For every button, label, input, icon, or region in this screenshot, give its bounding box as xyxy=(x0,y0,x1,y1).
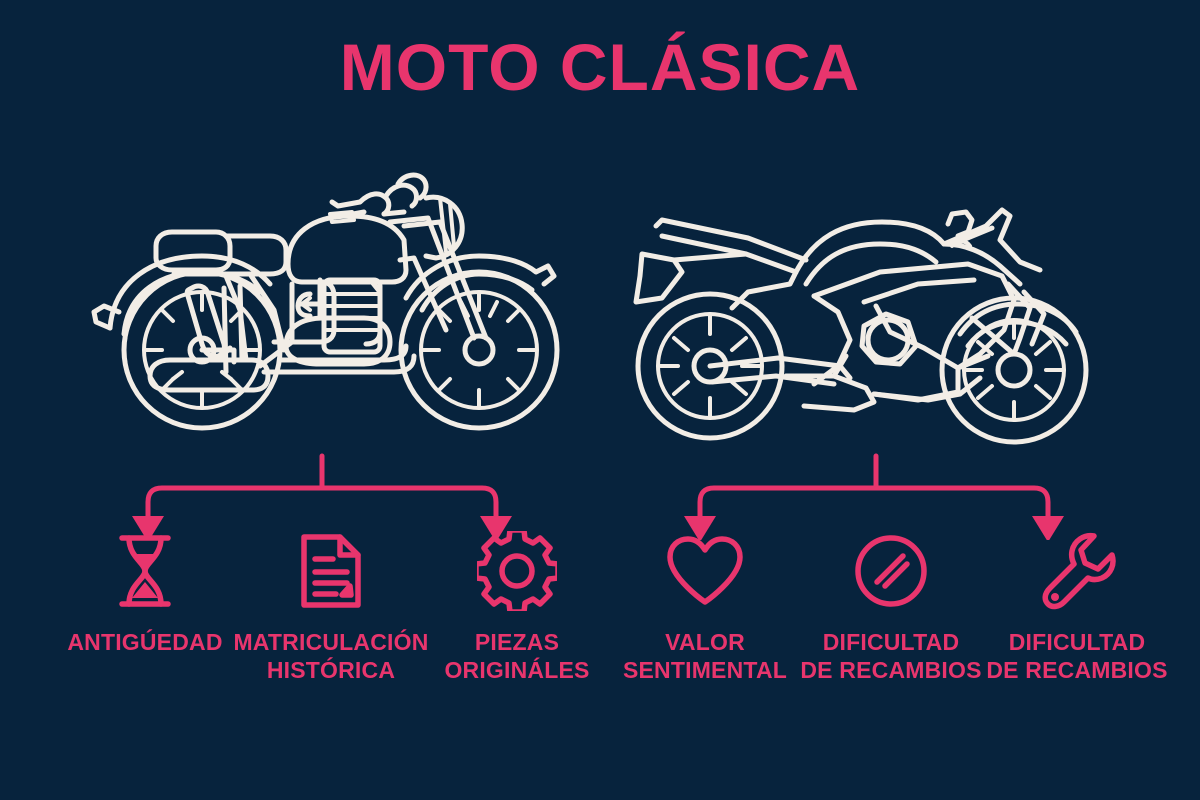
classic-motorcycle-illustration xyxy=(74,160,574,440)
feature-label: VALOR SENTIMENTAL xyxy=(622,629,788,684)
connector-right xyxy=(672,450,1082,540)
wrench-icon xyxy=(1038,528,1116,614)
hourglass-icon xyxy=(114,528,176,614)
feature-valor-sentimental[interactable]: VALOR SENTIMENTAL xyxy=(612,528,798,684)
feature-label: ANTIGÚEDAD xyxy=(67,629,223,655)
gear-icon xyxy=(477,528,557,614)
feature-dificultad-recambios-2[interactable]: DIFICULTAD DE RECAMBIOS xyxy=(984,528,1170,684)
circle-slashes-icon xyxy=(853,528,929,614)
feature-label: MATRICULACIÓN HISTÓRICA xyxy=(233,629,429,684)
feature-piezas-originales[interactable]: PIEZAS ORIGINÁLES xyxy=(424,528,610,684)
feature-matriculacion-historica[interactable]: MATRICULACIÓN HISTÓRICA xyxy=(233,528,428,684)
page-title: MOTO CLÁSICA xyxy=(339,30,861,104)
document-signature-icon xyxy=(298,528,364,614)
feature-label: DIFICULTAD DE RECAMBIOS xyxy=(986,629,1168,684)
connector-left xyxy=(120,450,530,540)
feature-label: PIEZAS ORIGINÁLES xyxy=(444,629,590,684)
heart-icon xyxy=(665,528,745,614)
modern-motorcycle-illustration xyxy=(628,188,1098,450)
feature-group-modern: VALOR SENTIMENTAL DIFICULTAD DE RECAMBIO… xyxy=(612,528,1172,684)
feature-label: DIFICULTAD DE RECAMBIOS xyxy=(800,629,982,684)
feature-group-classic: ANTIGÚEDAD MATRICULACIÓN HISTÓRICA xyxy=(52,528,612,684)
feature-antiguedad[interactable]: ANTIGÚEDAD xyxy=(52,528,238,656)
feature-dificultad-recambios-1[interactable]: DIFICULTAD DE RECAMBIOS xyxy=(798,528,984,684)
